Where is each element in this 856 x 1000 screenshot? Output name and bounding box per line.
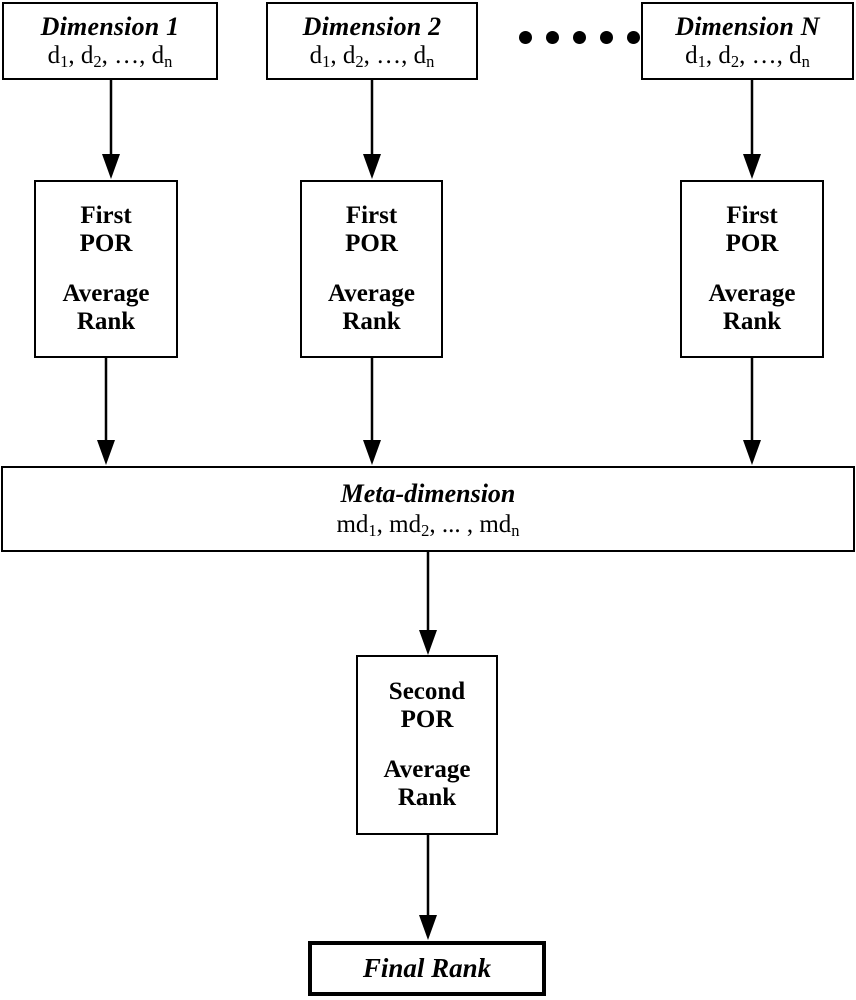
first-por-n-line4: Rank (722, 308, 782, 335)
ellipsis-dot (627, 31, 640, 44)
dimension-2-items: d1, d2, …, dn (309, 42, 435, 72)
ellipsis-dots-icon (519, 31, 640, 44)
first-por-2-line2: POR (345, 230, 398, 257)
dimension-1-title: Dimension 1 (40, 11, 180, 41)
arrow-meta-to-second-por (416, 552, 440, 656)
first-por-n-line3: Average (708, 280, 796, 307)
dimension-2-title: Dimension 2 (302, 11, 442, 41)
first-por-1-line4: Rank (76, 308, 136, 335)
first-por-n-line1: First (726, 202, 778, 229)
final-rank-label: Final Rank (362, 953, 492, 984)
first-por-1-line2: POR (79, 230, 133, 257)
ellipsis-dot (573, 31, 586, 44)
second-por-box: Second POR Average Rank (356, 655, 498, 835)
ellipsis-dot (546, 31, 559, 44)
meta-dimension-items: md1, md2, ... , mdn (336, 510, 520, 540)
first-por-2-line3: Average (328, 280, 415, 307)
dimension-box-2: Dimension 2 d1, d2, …, dn (266, 2, 478, 80)
dimension-box-n: Dimension N d1, d2, …, dn (641, 2, 854, 80)
arrow-first-por-n-to-meta (740, 358, 764, 466)
second-por-line2: POR (400, 706, 454, 733)
arrow-first-por-2-to-meta (360, 358, 384, 466)
final-rank-box: Final Rank (308, 941, 546, 996)
ellipsis-dot (600, 31, 613, 44)
arrow-dimension-1-to-first-por (99, 80, 123, 180)
arrow-dimension-n-to-first-por (740, 80, 764, 180)
dimension-1-items: d1, d2, …, dn (47, 42, 173, 72)
first-por-n-line2: POR (725, 230, 779, 257)
arrow-second-por-to-final-rank (416, 835, 440, 941)
arrow-dimension-2-to-first-por (360, 80, 384, 180)
second-por-line4: Rank (397, 784, 457, 811)
meta-dimension-title: Meta-dimension (340, 479, 516, 509)
first-por-box-n: First POR Average Rank (680, 180, 824, 358)
first-por-1-line3: Average (62, 280, 150, 307)
first-por-box-2: First POR Average Rank (300, 180, 443, 358)
first-por-2-line1: First (345, 202, 398, 229)
second-por-line3: Average (383, 756, 471, 783)
meta-dimension-box: Meta-dimension md1, md2, ... , mdn (1, 466, 855, 552)
first-por-box-1: First POR Average Rank (34, 180, 178, 358)
dimension-n-title: Dimension N (675, 11, 820, 41)
dimension-box-1: Dimension 1 d1, d2, …, dn (2, 2, 218, 80)
arrow-first-por-1-to-meta (94, 358, 118, 466)
first-por-2-line4: Rank (342, 308, 401, 335)
ellipsis-dot (519, 31, 532, 44)
first-por-1-line1: First (80, 202, 132, 229)
second-por-line1: Second (388, 678, 466, 705)
dimension-n-items: d1, d2, …, dn (685, 42, 810, 72)
